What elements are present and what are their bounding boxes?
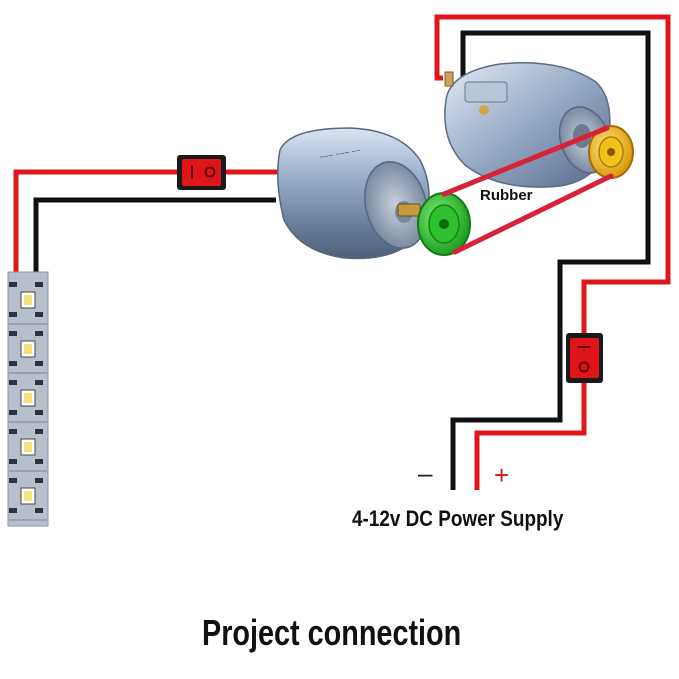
positive-wire bbox=[434, 14, 671, 490]
led-negative-wire bbox=[33, 197, 276, 275]
negative-wire bbox=[450, 30, 651, 490]
led-segment bbox=[9, 478, 47, 521]
diagram-title: Project connection bbox=[202, 612, 462, 653]
led-segment bbox=[9, 429, 47, 472]
yellow-pulley-icon bbox=[588, 125, 634, 179]
rubber-label: Rubber bbox=[480, 187, 533, 204]
led-wires bbox=[13, 169, 296, 275]
rocker-switch-icon bbox=[566, 333, 603, 383]
rocker-switch-icon bbox=[177, 155, 226, 190]
positive-terminal-label: + bbox=[494, 460, 510, 490]
power-supply-label: 4-12v DC Power Supply bbox=[352, 506, 564, 531]
led-segment bbox=[9, 331, 47, 374]
rubber-belt bbox=[441, 125, 614, 255]
led-strip-icon bbox=[7, 271, 49, 527]
supply-wires bbox=[434, 14, 671, 490]
led-segment bbox=[9, 282, 47, 325]
green-pulley-icon bbox=[417, 192, 471, 256]
led-positive-wire bbox=[13, 169, 296, 275]
led-segment bbox=[9, 380, 47, 423]
negative-terminal-label: – bbox=[418, 458, 433, 488]
dc-motor-icon: ~~~ ~~~ ~~ bbox=[277, 127, 430, 260]
